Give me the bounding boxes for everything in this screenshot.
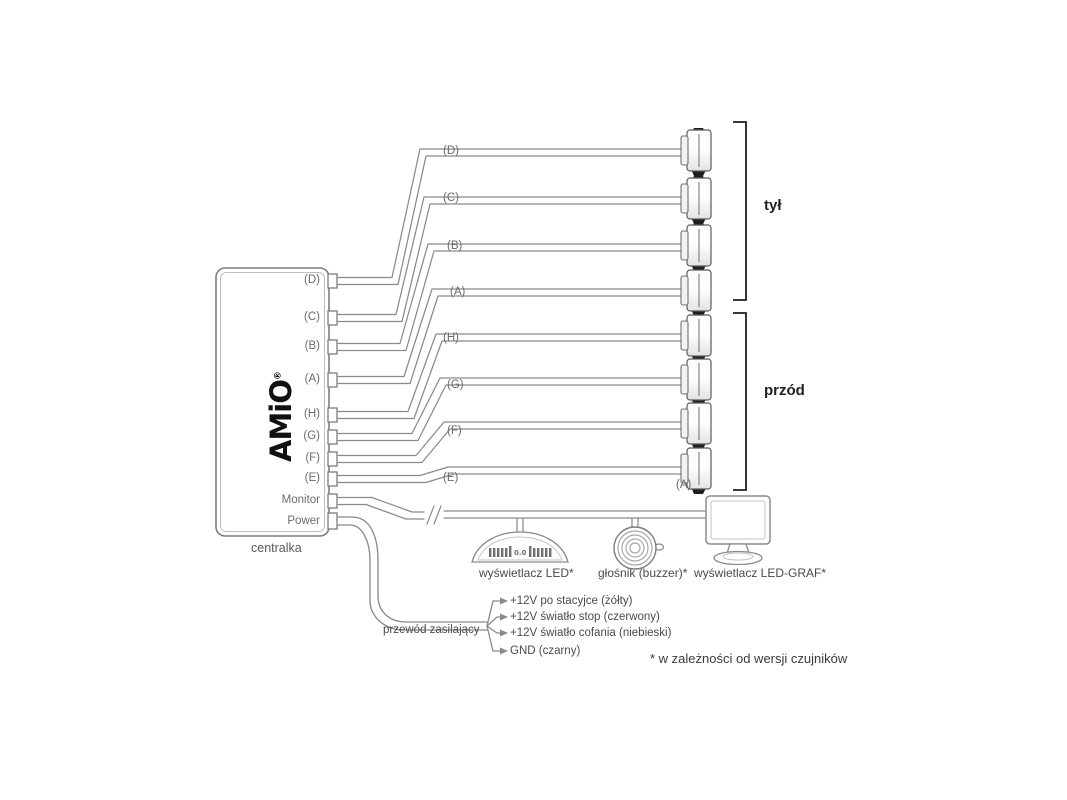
- cable-label-c: (C): [443, 192, 459, 204]
- accessory-label-buzzer: głośnik (buzzer)*: [598, 566, 688, 580]
- led-display-readout: 0.0: [514, 549, 527, 557]
- sensor-front-g: [680, 357, 712, 405]
- cable-label-b: (B): [447, 240, 463, 252]
- port-label-monitor: Monitor: [281, 494, 320, 506]
- group-brackets: [733, 121, 747, 491]
- sensor-rear-c: [680, 176, 712, 224]
- port-label-a: (A): [304, 373, 320, 385]
- sensor-front-f: [680, 401, 712, 449]
- control-unit-body: [215, 267, 330, 537]
- group-label-rear: tył: [764, 197, 782, 214]
- sensor-rear-b: [680, 223, 712, 271]
- port-label-c: (C): [304, 311, 320, 323]
- power-wire-label-ignition: +12V po stacyjce (żółty): [510, 595, 633, 607]
- cable-label-f: (F): [447, 425, 462, 437]
- power-harness-cable: [336, 516, 488, 631]
- port-label-h: (H): [304, 408, 320, 420]
- led-graf-monitor-graphic: [705, 495, 771, 566]
- accessory-label-led-graf: wyświetlacz LED-GRAF*: [694, 566, 827, 580]
- power-wire-label-ground: GND (czarny): [510, 645, 581, 657]
- port-label-g: (G): [303, 430, 320, 442]
- power-harness-label: przewód zasilający: [383, 624, 480, 636]
- port-label-d: (D): [304, 274, 320, 286]
- power-wire-arrowheads: [500, 597, 508, 655]
- group-label-front: przód: [764, 382, 805, 399]
- cable-label-h: (H): [443, 332, 459, 344]
- led-display-graphic: [471, 531, 569, 563]
- buzzer-graphic: [613, 526, 665, 570]
- bracket-rear: [733, 121, 747, 301]
- cable-label-d: (D): [443, 145, 459, 157]
- accessory-label-led-display: wyświetlacz LED*: [479, 566, 574, 580]
- sensor-heads: [680, 128, 712, 494]
- sensor-rear-d: [680, 128, 712, 176]
- port-label-b: (B): [304, 340, 320, 352]
- cable-label-a: (A): [450, 286, 466, 298]
- sensor-front-e: [680, 446, 712, 494]
- power-wire-label-brake: +12V światło stop (czerwony): [510, 611, 660, 623]
- cable-label-g: (G): [447, 379, 464, 391]
- sensor-tag-a: (A): [676, 479, 692, 491]
- control-unit-ports: [327, 273, 338, 530]
- monitor-cable: [336, 496, 741, 525]
- cable-label-e: (E): [443, 472, 459, 484]
- power-wire-fanout: [486, 600, 501, 652]
- power-wire-label-reverse: +12V światło cofania (niebieski): [510, 627, 672, 639]
- sensor-cable-bundle: [336, 148, 689, 484]
- port-label-power: Power: [287, 515, 320, 527]
- bracket-front: [733, 312, 747, 491]
- sensor-rear-a: [680, 268, 712, 316]
- port-label-e: (E): [304, 472, 320, 484]
- sensor-front-h: [680, 313, 712, 361]
- footnote: * w zależności od wersji czujników: [650, 651, 848, 666]
- port-label-f: (F): [305, 452, 320, 464]
- control-unit-caption: centralka: [251, 541, 302, 555]
